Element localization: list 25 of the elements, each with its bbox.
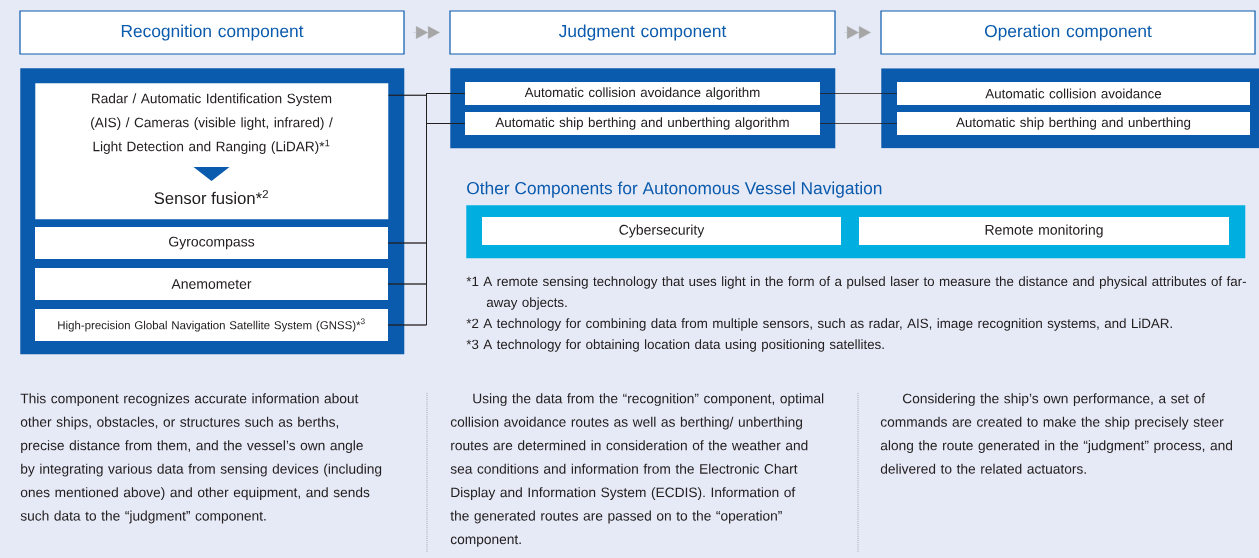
double-arrow xyxy=(843,26,871,39)
section-heading: Other Components for Autonomous Vessel Navigation xyxy=(467,181,882,198)
footnote: *1 A remote sensing technology that uses light in the form of a pulsed laser to measure the distance and physical attributes of far-away objects. xyxy=(466,276,1246,310)
component-box: Automatic ship berthing and unberthing algorithm xyxy=(465,112,820,135)
component-header: Recognition component xyxy=(19,10,405,55)
component-box: Remote monitoring xyxy=(859,217,1229,245)
component-box: Cybersecurity xyxy=(482,217,841,245)
component-box: Automatic collision avoidance xyxy=(897,82,1250,105)
component-header: Operation component xyxy=(880,10,1256,55)
component-box: Anemometer xyxy=(35,268,388,300)
double-arrow xyxy=(412,26,440,39)
component-box: Automatic ship berthing and unberthing xyxy=(897,112,1250,135)
component-header: Judgment component xyxy=(449,10,836,55)
footnote: *2 A technology for combining data from multiple sensors, such as radar, AIS, image recognition systems, and LiDAR. xyxy=(466,318,1172,331)
description-text: Using the data from the “recognition” component, optimal collision avoidance routes as well as berthing/ unberthing routes are determined in consideration of the weather and sea conditions and information from the Electronic Chart Display and Information System (ECDIS). Information of the generated routes are passed on to the “operation” component. xyxy=(450,393,824,547)
component-box: High-precision Global Navigation Satellite System (GNSS)*$^{3}$ xyxy=(35,309,388,341)
connector-line xyxy=(819,123,898,124)
footnote: *3 A technology for obtaining location data using positioning satellites. xyxy=(466,339,884,352)
component-box: Automatic collision avoidance algorithm xyxy=(465,82,820,105)
sensor-fusion-text: Sensor fusion*$^{2}$ xyxy=(154,189,268,205)
description-text: This component recognizes accurate information about other ships, obstacles, or structures such as berths, precise distance from them, and the vessel’s own angle by integrating various data from sensing devices (including ones mentioned above) and other equipment, and sends such data to the “judgment” component. xyxy=(20,393,382,524)
component-box: Gyrocompass xyxy=(35,227,388,259)
description-text: Considering the ship’s own performance, a set of commands are created to make the ship precisely steer along the route generated in the “judgment” process, and delivered to the related actuators. xyxy=(880,393,1233,474)
connector-line xyxy=(819,93,898,94)
sensor-list: Radar / Automatic Identification System (AIS) / Cameras (visible light, infrared) / Light Detection and Ranging (LiDAR)*$^{1}$ xyxy=(91,93,333,154)
